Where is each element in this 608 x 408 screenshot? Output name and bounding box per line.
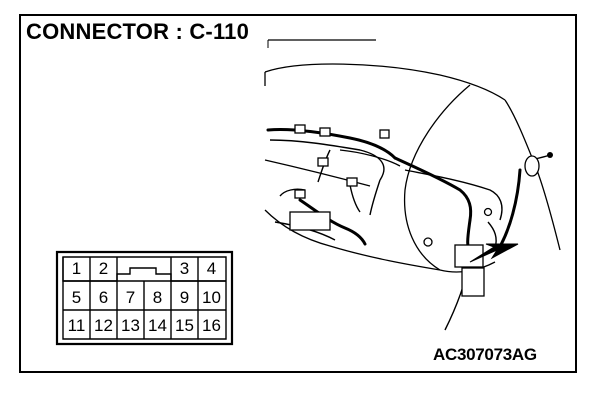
pin-label: 5 [71, 288, 82, 307]
pin-label: 6 [98, 288, 109, 307]
pin-label: 12 [94, 316, 113, 335]
pin-label: 11 [67, 316, 86, 335]
drawing-code: AC307073AG [433, 345, 537, 364]
pin-label: 14 [148, 316, 167, 335]
pin-label: 3 [179, 259, 190, 278]
pin-label: 4 [206, 259, 217, 278]
pin-label: 13 [121, 316, 140, 335]
pin-label: 7 [125, 288, 136, 307]
connector-title: CONNECTOR : C-110 [26, 19, 250, 44]
pin-label: 2 [98, 259, 109, 278]
pin-label: 9 [179, 288, 190, 307]
pin-label: 15 [175, 316, 194, 335]
pin-label: 8 [152, 288, 163, 307]
pin-label: 16 [202, 316, 221, 335]
pin-label: 1 [71, 259, 82, 278]
pin-label: 10 [202, 288, 221, 307]
